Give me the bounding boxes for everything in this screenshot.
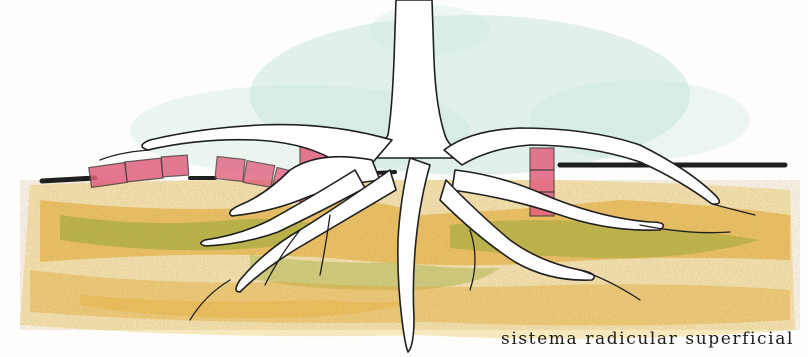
caption-text: sistema radicular superficial [501, 329, 794, 349]
